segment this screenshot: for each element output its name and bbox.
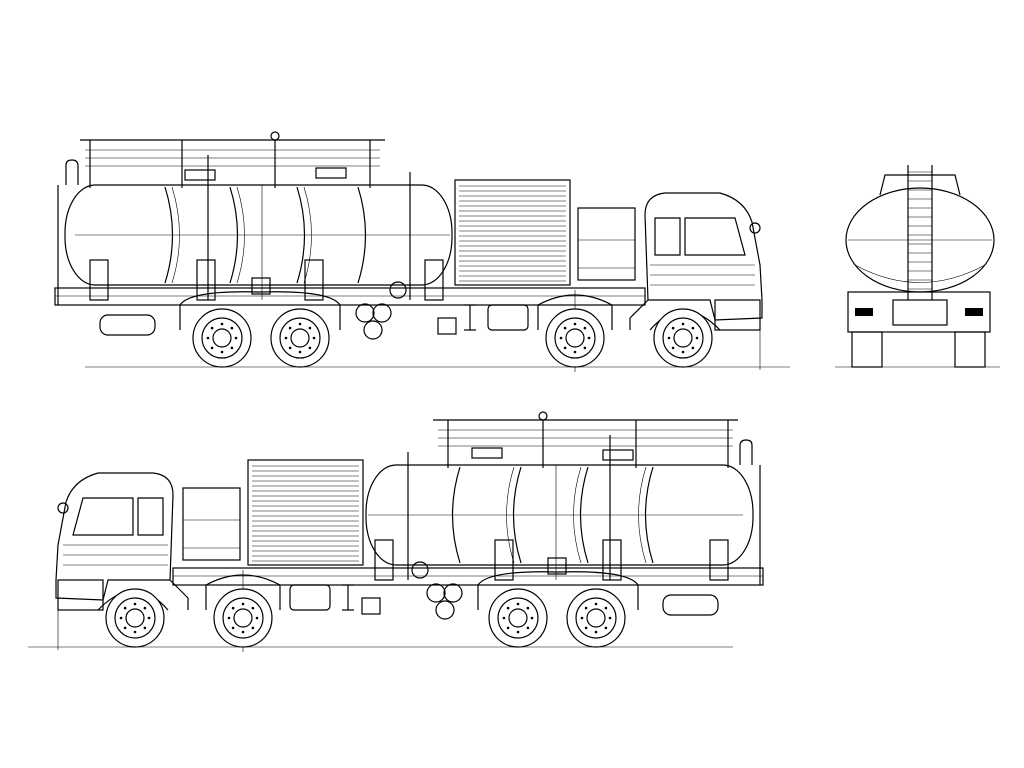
side-view-left [27, 411, 764, 653]
side-view-right [54, 131, 791, 373]
rear-view [835, 165, 1000, 368]
